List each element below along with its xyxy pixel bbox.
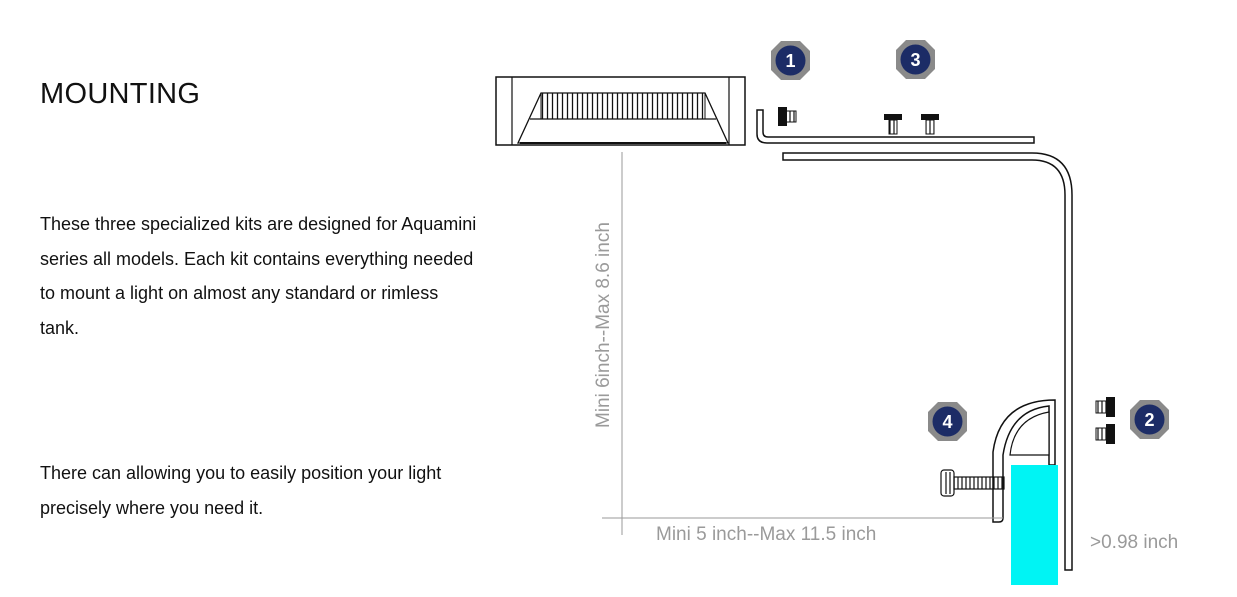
thickness-dimension-label: >0.98 inch <box>1090 532 1178 553</box>
tank-glass <box>1011 465 1058 585</box>
screw-2-top <box>1095 397 1115 417</box>
light-fixture <box>495 76 746 146</box>
callout-badge-4: 4 <box>928 402 967 441</box>
callout-badge-3: 3 <box>896 40 935 79</box>
svg-text:4: 4 <box>942 412 952 432</box>
positioning-paragraph: There can allowing you to easily positio… <box>40 463 442 518</box>
description-paragraph: These three specialized kits are designe… <box>40 214 477 338</box>
callout-badge-2: 2 <box>1130 400 1169 439</box>
screw-1 <box>778 107 797 126</box>
svg-text:1: 1 <box>785 51 795 71</box>
callout-badge-1: 1 <box>771 41 810 80</box>
top-bracket-arm <box>756 109 1035 144</box>
svg-text:3: 3 <box>910 50 920 70</box>
thumb-screw-long <box>940 469 1005 497</box>
page-title: MOUNTING <box>40 78 201 110</box>
screw-3-right <box>921 114 939 135</box>
glass-clip <box>992 399 1056 523</box>
width-dimension-label: Mini 5 inch--Max 11.5 inch <box>656 524 876 545</box>
screw-2-bottom <box>1095 424 1115 444</box>
screw-3-left <box>884 114 902 135</box>
svg-text:2: 2 <box>1144 410 1154 430</box>
height-dimension-label: Mini 6inch--Max 8.6 inch <box>593 222 614 428</box>
curved-bracket-arm <box>782 152 1073 571</box>
